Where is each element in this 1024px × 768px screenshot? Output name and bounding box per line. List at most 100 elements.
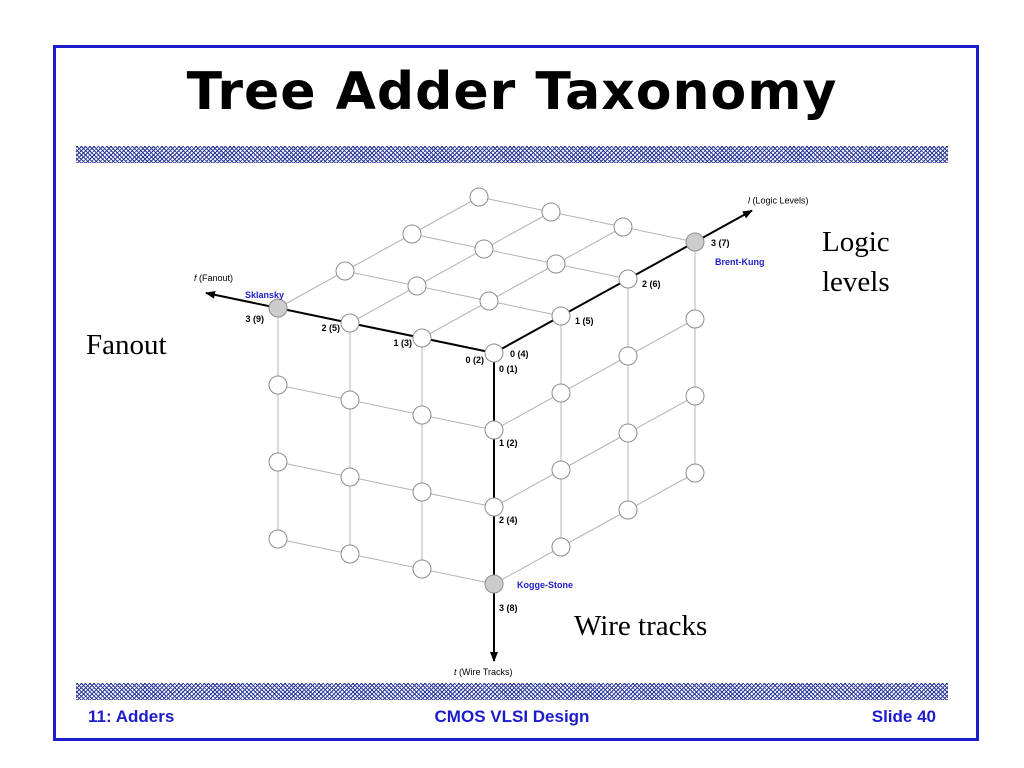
wire-tracks-axis-label: t (Wire Tracks) — [454, 667, 513, 677]
grid-line — [627, 318, 696, 357]
grid-line — [488, 300, 562, 317]
sklansky-label: Sklansky — [245, 290, 284, 300]
cube-labels: 0 (4)1 (5)2 (6)3 (7)0 (2)1 (3)2 (5)3 (9)… — [194, 196, 808, 677]
design-point-node — [685, 309, 705, 329]
grid-line — [421, 300, 490, 339]
logic-tick-label: 1 (5) — [575, 316, 594, 326]
grid-line — [483, 248, 557, 265]
footer-divider — [76, 683, 948, 700]
wire-tracks-label: Wire tracks — [574, 610, 708, 642]
grid-line — [349, 553, 423, 570]
brent-kung-label: Brent-Kung — [715, 257, 765, 267]
grid-line — [416, 248, 485, 287]
fanout-axis-label: f (Fanout) — [194, 273, 233, 283]
design-point-node — [268, 375, 288, 395]
design-point-node — [618, 423, 638, 443]
design-point-node — [474, 239, 494, 259]
footer-slide-number: Slide 40 — [871, 707, 936, 726]
slide-title: Tree Adder Taxonomy — [186, 62, 838, 122]
design-point-node — [551, 537, 571, 557]
design-point-node — [546, 254, 566, 274]
grid-line — [560, 432, 629, 471]
grid-line — [277, 461, 351, 478]
design-point-node — [340, 544, 360, 564]
fanout-tick-label: 3 (9) — [245, 314, 264, 324]
grid-line — [493, 546, 562, 585]
grid-line — [550, 211, 624, 228]
logic-levels-axis-label: l (Logic Levels) — [748, 196, 809, 206]
grid-line — [349, 476, 423, 493]
design-point-node — [340, 313, 360, 333]
wire-tick-label: 2 (4) — [499, 515, 518, 525]
design-point-node — [412, 482, 432, 502]
grid-line — [421, 491, 495, 508]
grid-line — [555, 263, 629, 280]
design-point-node — [479, 291, 499, 311]
design-point-node — [340, 467, 360, 487]
design-point-node — [551, 306, 571, 326]
grid-line — [344, 270, 418, 287]
grid-line — [478, 196, 552, 213]
design-point-node — [618, 500, 638, 520]
grid-line — [416, 285, 490, 302]
title-divider — [76, 146, 948, 163]
fanout-label: Fanout — [86, 329, 167, 361]
logic-tick-label: 0 (4) — [510, 349, 529, 359]
grid-line — [344, 233, 413, 272]
grid-line — [483, 211, 552, 250]
highlighted-adder-node — [685, 232, 705, 252]
design-point-node — [484, 343, 504, 363]
design-point-node — [412, 405, 432, 425]
grid-line — [411, 196, 480, 235]
grid-line — [421, 568, 495, 585]
design-point-node — [340, 390, 360, 410]
cube-axes — [205, 209, 753, 662]
grid-line — [627, 472, 696, 511]
design-point-node — [407, 276, 427, 296]
design-point-node — [685, 386, 705, 406]
design-point-node — [402, 224, 422, 244]
kogge-stone-label: Kogge-Stone — [517, 580, 573, 590]
grid-line — [349, 285, 418, 324]
highlighted-adder-node — [484, 574, 504, 594]
design-point-node — [335, 261, 355, 281]
grid-line — [560, 509, 629, 548]
design-point-node — [618, 346, 638, 366]
design-point-node — [541, 202, 561, 222]
cube-nodes — [268, 187, 705, 594]
highlighted-adder-node — [268, 298, 288, 318]
design-point-node — [412, 559, 432, 579]
footer-chapter: 11: Adders — [88, 707, 175, 726]
design-point-node — [618, 269, 638, 289]
design-point-node — [484, 420, 504, 440]
design-point-node — [685, 463, 705, 483]
wire-tick-label: 0 (1) — [499, 364, 518, 374]
fanout-tick-label: 1 (3) — [393, 338, 412, 348]
grid-line — [277, 538, 351, 555]
design-point-node — [268, 529, 288, 549]
grid-line — [488, 263, 557, 302]
grid-line — [277, 270, 346, 309]
grid-line — [493, 392, 562, 431]
logic-tick-label: 3 (7) — [711, 238, 730, 248]
grid-line — [421, 414, 495, 431]
grid-line — [277, 384, 351, 401]
grid-line — [349, 399, 423, 416]
design-point-node — [268, 452, 288, 472]
design-point-node — [469, 187, 489, 207]
fanout-tick-label: 2 (5) — [321, 323, 340, 333]
cube-grid-lines — [277, 196, 696, 585]
design-point-node — [412, 328, 432, 348]
fanout-tick-label: 0 (2) — [465, 355, 484, 365]
wire-tick-label: 3 (8) — [499, 603, 518, 613]
grid-line — [411, 233, 485, 250]
design-point-node — [484, 497, 504, 517]
design-point-node — [613, 217, 633, 237]
grid-line — [560, 355, 629, 394]
design-point-node — [551, 383, 571, 403]
wire-tick-label: 1 (2) — [499, 438, 518, 448]
design-point-node — [551, 460, 571, 480]
grid-line — [493, 469, 562, 508]
grid-line — [622, 226, 696, 243]
